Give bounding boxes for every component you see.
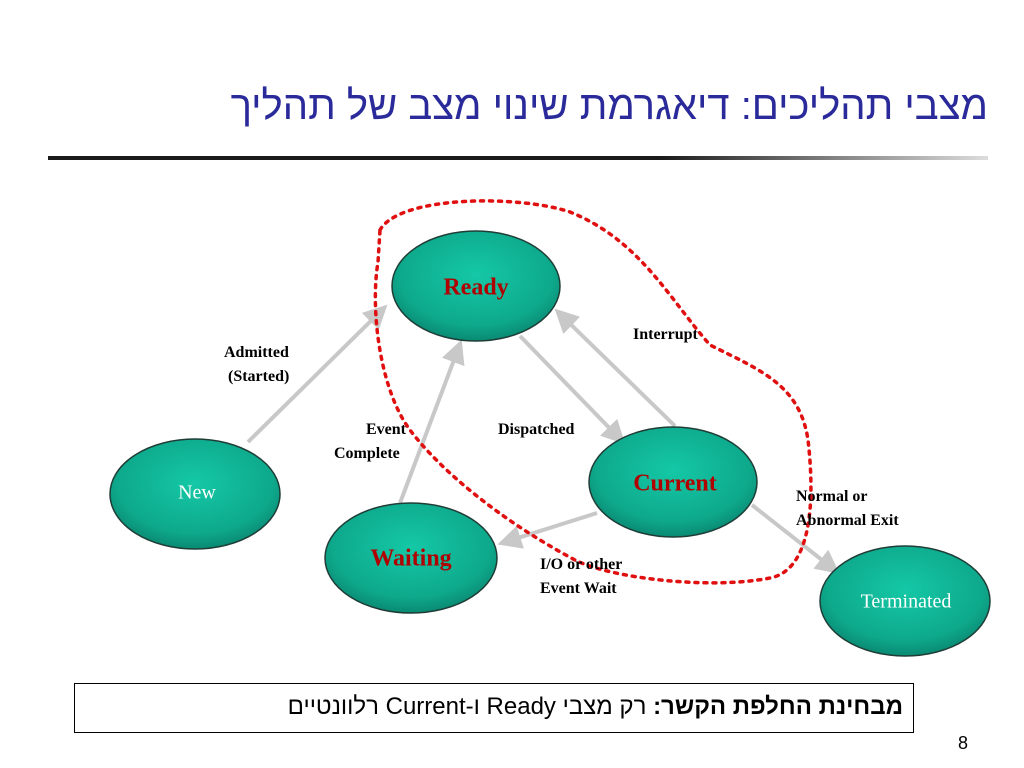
admitted-arrow [246,304,388,444]
state-waiting: Waiting [324,502,498,614]
note-bold-text: מבחינת החלפת הקשר: [653,693,903,720]
title-divider [48,156,988,160]
dispatched-arrow [518,334,626,445]
state-ready: Ready [391,230,561,342]
state-terminated: Terminated [819,545,991,657]
state-ready-label: Ready [443,275,508,301]
context-switch-outline [373,199,813,585]
normal-exit-label: Normal or [796,488,868,505]
slide-title: מצבי תהליכים: דיאגרמת שינוי מצב של תהליך [230,84,988,128]
event-complete-arrow [398,339,465,504]
admitted-label: Admitted [224,344,289,361]
event-wait-label: Event Wait [540,580,617,597]
started-label: (Started) [228,368,289,385]
state-current-label: Current [633,471,717,497]
abnormal-exit-label: Abnormal Exit [796,512,899,529]
dispatched-label: Dispatched [498,421,575,438]
state-terminated-label: Terminated [861,591,952,613]
state-new-label: New [178,482,216,504]
complete-label: Complete [334,445,400,462]
io-wait-arrow [497,511,598,549]
event-label: Event [366,421,407,438]
state-current: Current [588,426,758,538]
context-switch-note: מבחינת החלפת הקשר: רק מצבי Ready ו-Curre… [74,683,914,733]
interrupt-arrow [554,308,677,428]
state-new: New [109,438,281,550]
exit-arrow [750,503,840,574]
io-wait-label: I/O or other [540,556,622,573]
interrupt-label: Interrupt [633,326,699,343]
page-number: 8 [957,733,968,753]
state-waiting-label: Waiting [370,546,451,572]
note-text: רק מצבי Ready ו-Current רלוונטיים [287,693,654,720]
